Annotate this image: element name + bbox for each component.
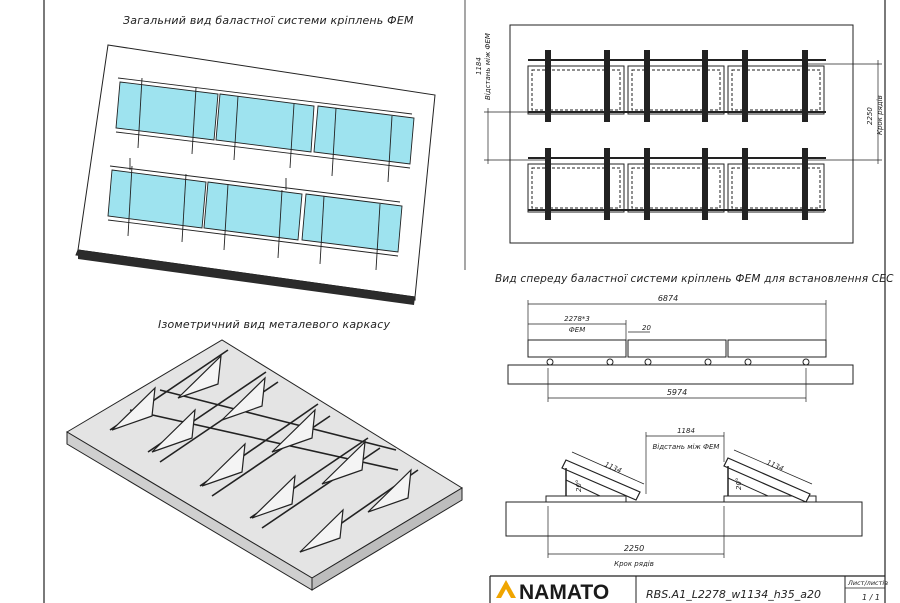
top-view-module-distance-value: 1184 [475,57,483,75]
title-block: NAMATO RBS.A1_L2278_w1134_h35_a20 Лист/л… [489,575,888,603]
general-view-drawing [75,44,436,305]
top-view-row-bottom [527,157,826,213]
side-tilt-right: 20° [735,478,743,490]
top-view-module-distance-label: Відстань між ФЕМ [484,33,492,100]
isometric-view-title: Ізометричний вид металевого каркасу [158,318,391,331]
panel-row-bottom [107,158,403,271]
front-base-length: 5974 [667,388,687,397]
front-module-span-label: ФЕМ [569,326,586,334]
sheet-value: 1 / 1 [862,593,880,602]
front-panel [527,339,627,358]
roof-slab-thick-edge [78,250,415,305]
drawing-code: RBS.A1_L2278_w1134_h35_a20 [646,588,821,601]
front-view-base [507,364,854,385]
solar-panel [115,81,219,141]
iso-triangles [111,354,412,553]
solar-panel [313,105,415,165]
front-panel [627,339,727,358]
sheet-label: Лист/листів [847,579,888,587]
solar-panel [107,169,207,229]
front-view-supports [546,358,810,366]
side-view-base [505,501,863,537]
side-view-ballast [723,495,817,503]
iso-base-side [311,487,463,591]
solar-panel [203,181,303,241]
top-view-posts [545,50,808,220]
side-module-distance-label: Відстань між ФЕМ [653,443,720,451]
top-view-dimensions [484,60,882,164]
front-gap: 20 [642,324,651,332]
front-module-span: 2278*3 [564,315,590,323]
top-view-row-pitch-label: Крок рядів [876,95,884,135]
front-view-title: Вид спереду баластної системи кріплень Ф… [495,273,894,285]
brand-name: NAMATO [519,581,609,603]
side-panel-length-right: 1134 [765,459,785,474]
side-view-drawing: 1184 Відстань між ФЕМ 1134 1134 20° 20° … [505,427,863,568]
front-panel [727,339,827,358]
side-module-distance-value: 1184 [677,427,695,435]
solar-panel [215,93,315,153]
side-row-pitch-label: Крок рядів [614,560,654,568]
panel-row-top [115,77,415,183]
side-tilt-left: 20° [575,480,583,492]
side-panel-left [561,459,641,501]
front-view-drawing: 6874 2278*3 ФЕМ 20 5974 [507,294,854,402]
top-view-drawing: 1184 Відстань між ФЕМ 2250 Крок рядів [475,24,884,244]
general-view-title: Загальний вид баластної системи кріплень… [123,14,414,27]
side-view-dimensions [547,432,813,558]
side-row-pitch-value: 2250 [624,544,644,553]
top-view-row-pitch-value: 2250 [866,107,874,125]
iso-base-top [66,339,463,579]
front-overall-length: 6874 [658,294,678,303]
namato-logo-icon [496,580,516,598]
front-view-dimensions [527,300,827,402]
side-view-ballast [545,495,627,503]
side-panel-right [723,457,811,503]
solar-panel [301,193,403,253]
side-panel-length-left: 1134 [603,461,623,476]
isometric-frame-drawing [66,339,463,591]
top-view-row-top [527,59,826,115]
